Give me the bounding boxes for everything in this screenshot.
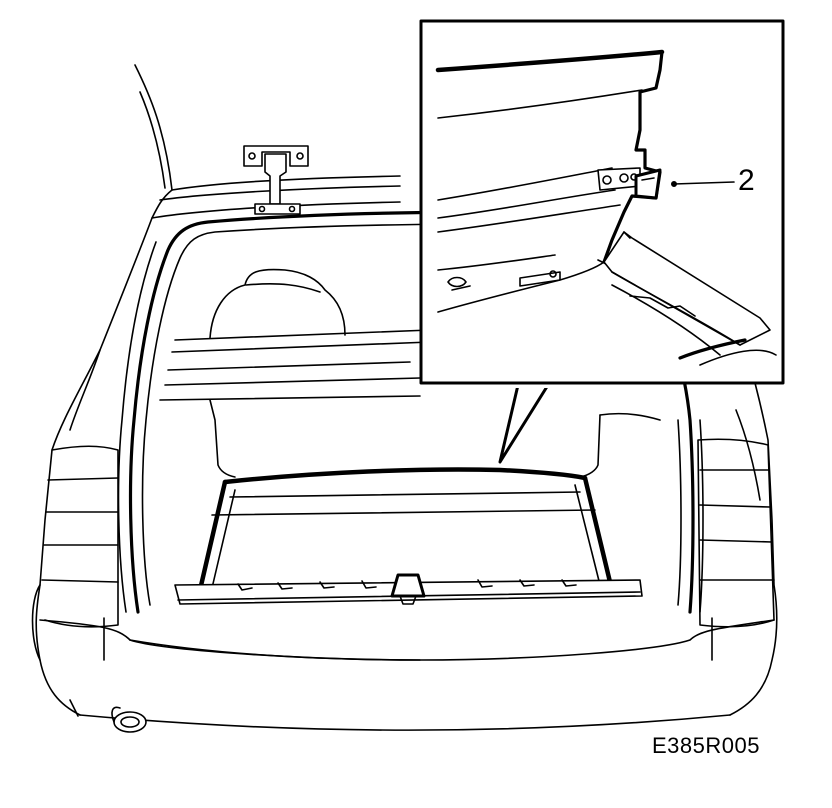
exhaust-pipe	[112, 707, 146, 732]
right-tail-lamp	[698, 439, 774, 627]
sill-plate	[175, 575, 642, 604]
figure-code: E385R005	[652, 733, 760, 758]
luggage-compartment	[160, 270, 660, 477]
tailgate-hinge	[244, 146, 308, 214]
rear-window-outline	[135, 65, 400, 190]
luggage-floor	[200, 470, 610, 591]
detail-callout-pointer	[500, 384, 560, 462]
callout-number-2: 2	[738, 164, 755, 197]
left-tail-lamp	[42, 446, 118, 627]
callout-2-leader	[672, 182, 735, 187]
tailgate-opening	[119, 212, 703, 612]
detail-inset	[421, 21, 783, 383]
rear-bumper	[33, 585, 775, 660]
